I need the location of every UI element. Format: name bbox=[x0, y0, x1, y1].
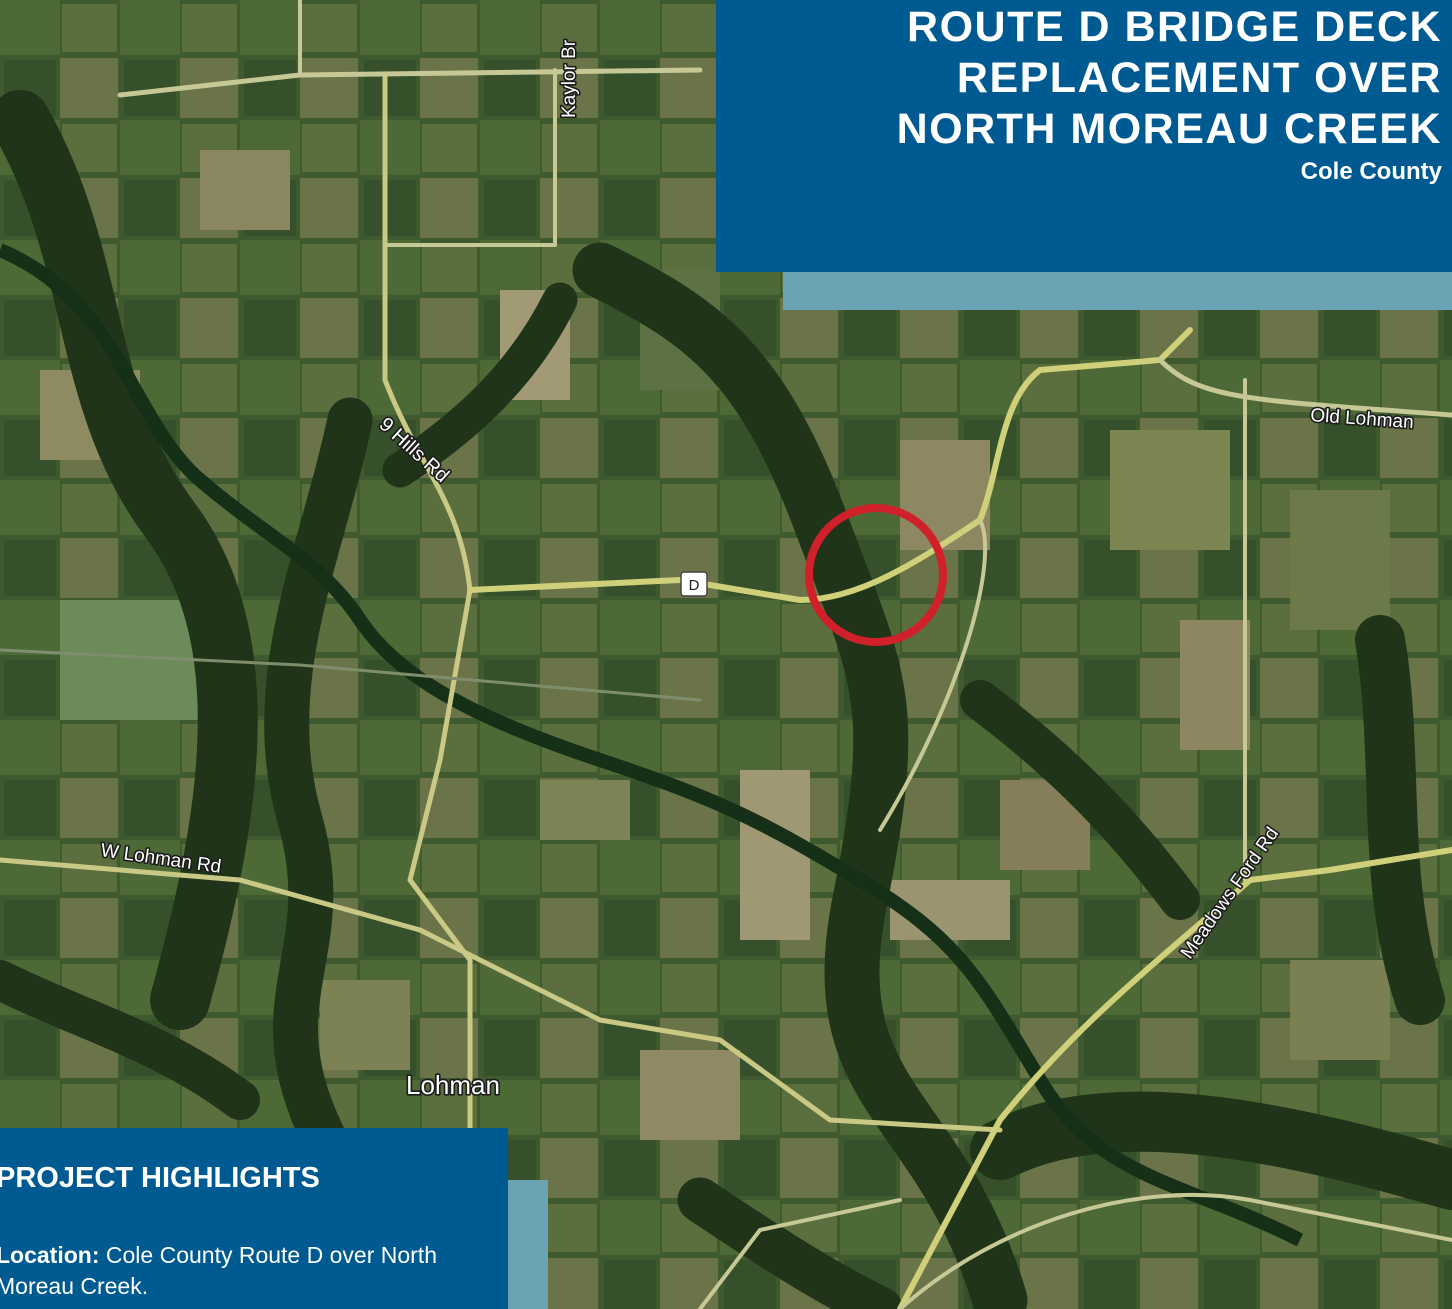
forest-areas bbox=[0, 90, 1452, 1309]
location-value: Cole County Route D over North Moreau Cr… bbox=[0, 1242, 437, 1299]
county-label: Cole County bbox=[1300, 158, 1442, 185]
location-text: Location: Cole County Route D over North… bbox=[0, 1240, 466, 1302]
highlights-heading: PROJECT HIGHLIGHTS bbox=[0, 1162, 320, 1194]
highlights-panel-accent bbox=[508, 1180, 548, 1309]
kaylor-road-label: Kaylor Br bbox=[559, 39, 580, 118]
north-moreau-creek bbox=[0, 243, 1304, 1247]
title-line-3: NORTH MOREAU CREEK bbox=[896, 105, 1442, 153]
route-d-shield: D bbox=[680, 571, 708, 597]
title-line-1: ROUTE D BRIDGE DECK bbox=[907, 3, 1442, 51]
location-label: Location: bbox=[0, 1242, 100, 1268]
title-panel: ROUTE D BRIDGE DECK REPLACEMENT OVER NOR… bbox=[716, 0, 1452, 272]
svg-text:D: D bbox=[689, 577, 700, 594]
lohman-town-label: Lohman bbox=[406, 1070, 500, 1100]
highlights-panel: PROJECT HIGHLIGHTS Location: Cole County… bbox=[0, 1128, 508, 1309]
title-line-2: REPLACEMENT OVER bbox=[956, 54, 1442, 102]
bridge-location-marker[interactable] bbox=[805, 504, 947, 646]
